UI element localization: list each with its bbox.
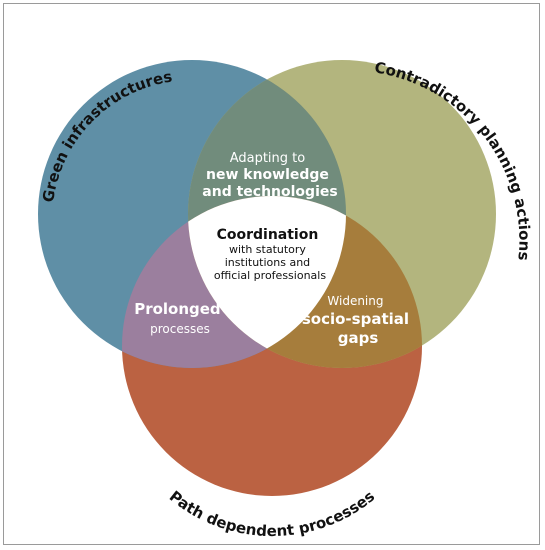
zone-green-path-label: Prolonged processes xyxy=(134,299,226,336)
zone-green-contradictory-label: Adapting to new knowledge and technologi… xyxy=(202,147,337,200)
zone-center-label: Coordination with statutory institutions… xyxy=(214,224,326,282)
zone-contradictory-path-label: Widening socio-spatial gaps xyxy=(302,290,414,347)
